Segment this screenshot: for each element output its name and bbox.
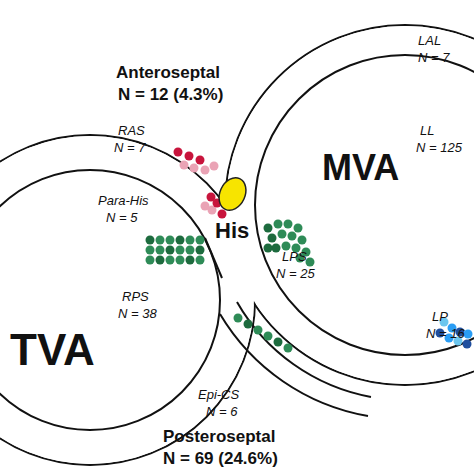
pathway-dot	[201, 202, 210, 211]
tricuspid-inner-ring	[0, 170, 220, 430]
pathway-label: Epi-CS	[198, 388, 239, 401]
pathway-label: N = 7	[418, 51, 449, 64]
pathway-dot	[196, 236, 205, 245]
node-label: TVA	[10, 328, 95, 372]
pathway-dot	[166, 246, 175, 255]
septal-divider	[205, 238, 222, 278]
region-label: N = 69 (24.6%)	[163, 450, 278, 467]
pathway-label: RPS	[122, 290, 149, 303]
pathway-dot	[464, 330, 473, 339]
pathway-label: N = 38	[118, 307, 157, 320]
pathway-dot	[264, 224, 273, 233]
pathway-dot	[284, 344, 293, 353]
mitral-fill	[226, 26, 474, 384]
region-label: Posteroseptal	[163, 428, 275, 445]
pathway-dot	[234, 314, 243, 323]
pathway-label: N = 25	[276, 267, 315, 280]
pathway-label: N = 7	[114, 141, 145, 154]
pathway-dot	[174, 148, 183, 157]
pathway-dot	[146, 236, 155, 245]
pathway-dot	[298, 236, 307, 245]
pathway-dot	[278, 230, 287, 239]
pathway-dot	[176, 246, 185, 255]
annulus-label-box: TVA	[10, 328, 120, 378]
pathway-dot	[272, 244, 281, 253]
his-bundle-ellipse: His	[219, 176, 246, 212]
pathway-dot	[146, 256, 155, 265]
pathway-dot	[218, 210, 227, 219]
pathway-label: LP	[432, 310, 448, 323]
pathway-dot	[254, 326, 263, 335]
pathway-dot	[166, 256, 175, 265]
pathway-label: N = 6	[206, 405, 237, 418]
pathway-dot	[210, 162, 219, 171]
annulus-label-box: MVA	[322, 150, 422, 192]
pathway-dot	[264, 332, 273, 341]
pathway-dot	[288, 232, 297, 241]
pathway-dot	[274, 220, 283, 229]
pathway-dot	[196, 256, 205, 265]
his-outline	[219, 176, 246, 212]
region-label: N = 12 (4.3%)	[118, 86, 223, 103]
pathway-dots	[146, 148, 473, 353]
pathway-dot	[146, 246, 155, 255]
mitral-outer-ring	[225, 25, 474, 385]
pathway-label: N = 5	[106, 211, 137, 224]
pathway-dot	[294, 224, 303, 233]
pathway-label: N = 125	[416, 141, 462, 154]
pathway-dot	[284, 220, 293, 229]
his-ellipse-shape	[214, 173, 251, 214]
pathway-dot	[185, 152, 194, 161]
pathway-dot	[180, 161, 189, 170]
pathway-dot	[186, 236, 195, 245]
pathway-dot	[274, 338, 283, 347]
pathway-dot	[186, 256, 195, 265]
pathway-dot	[156, 236, 165, 245]
node-label: MVA	[322, 150, 399, 186]
pathway-dot	[176, 236, 185, 245]
mitral-inner-ring	[255, 55, 474, 355]
pathway-dot	[156, 256, 165, 265]
node-label: His	[215, 220, 249, 242]
pathway-label: LAL	[418, 34, 441, 47]
region-label: Anteroseptal	[116, 64, 220, 81]
pathway-label: RAS	[118, 124, 145, 137]
pathway-dot	[196, 156, 205, 165]
pathway-label: LL	[420, 124, 434, 137]
pathway-label: N = 16	[426, 327, 465, 340]
pathway-dot	[201, 166, 210, 175]
pathway-label: Para-His	[98, 194, 149, 207]
pathway-dot	[264, 244, 273, 253]
pathway-dot	[186, 246, 195, 255]
pathway-dot	[196, 246, 205, 255]
pathway-dot	[156, 246, 165, 255]
tricuspid-outer-ring	[0, 135, 255, 465]
pathway-dot	[268, 234, 277, 243]
pathway-dot	[190, 164, 199, 173]
tricuspid-fill	[0, 136, 254, 464]
pathway-label: LPS	[282, 250, 307, 263]
pathway-dot	[463, 340, 472, 349]
pathway-dot	[306, 258, 315, 267]
pathway-dot	[244, 320, 253, 329]
pathway-dot	[166, 236, 175, 245]
pathway-dot	[176, 256, 185, 265]
